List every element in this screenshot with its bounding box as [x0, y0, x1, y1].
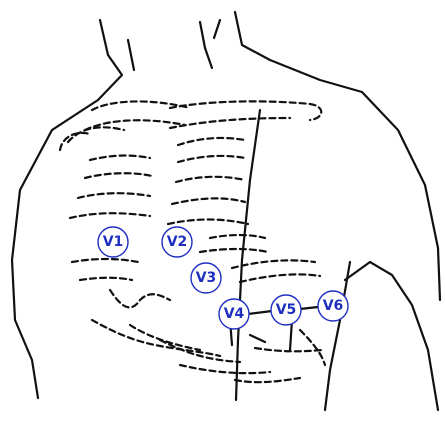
lead-v1: V1: [98, 227, 128, 257]
lead-v2: V2: [162, 227, 192, 257]
v6-label: V6: [323, 298, 344, 314]
rib-7-left: [70, 213, 150, 218]
rib-6-left: [78, 193, 150, 198]
v4-label: V4: [224, 306, 245, 322]
rib-7-right: [168, 220, 248, 225]
right-arm-outline: [345, 262, 438, 410]
rib-tick: [250, 335, 265, 342]
rib-2b-left: [68, 127, 124, 142]
v2-label: V2: [167, 234, 188, 250]
rib-4-left: [90, 156, 150, 160]
lower-rib-mid-2: [180, 365, 270, 373]
rib-10-right: [232, 260, 315, 268]
costal-margin-left: [110, 290, 170, 307]
rib-2-right: [170, 118, 290, 128]
sternal-line: [236, 110, 260, 400]
lead-v6: V6: [318, 291, 348, 321]
v1-label: V1: [103, 234, 124, 250]
rib-5-right: [176, 177, 245, 182]
rib-8-left: [72, 259, 138, 262]
lower-rib-bottom: [235, 378, 300, 382]
rib-1-left: [92, 101, 190, 110]
lower-rib-left-2: [130, 325, 200, 350]
v3-label: V3: [196, 270, 217, 286]
left-torso-outline: [12, 20, 122, 398]
neck-line-mid: [214, 20, 220, 38]
v4-v5-connector: [248, 311, 272, 314]
rib-3-right: [178, 138, 245, 145]
lower-rib-right-2: [255, 348, 322, 351]
rib-11-right: [240, 274, 320, 282]
rib-1-right: [170, 101, 321, 120]
right-flank-line: [325, 262, 350, 410]
v5-v6-connector: [300, 307, 318, 309]
lead-v4: V4: [219, 299, 249, 329]
lead-v5: V5: [271, 295, 301, 325]
lead-v3: V3: [191, 263, 221, 293]
rib-9-right: [200, 249, 268, 252]
rib-5-left: [85, 173, 152, 178]
rib-6-right: [172, 198, 245, 204]
clavicle-mark: [128, 40, 134, 70]
right-shoulder-outline: [235, 12, 440, 300]
v5-label: V5: [276, 302, 297, 318]
lower-rib-right: [300, 330, 325, 365]
rib-8-right: [210, 235, 265, 238]
body-outline: [12, 12, 440, 410]
rib-9-left: [80, 278, 132, 280]
neck-line-left: [200, 22, 212, 68]
rib-4-right: [178, 156, 245, 162]
